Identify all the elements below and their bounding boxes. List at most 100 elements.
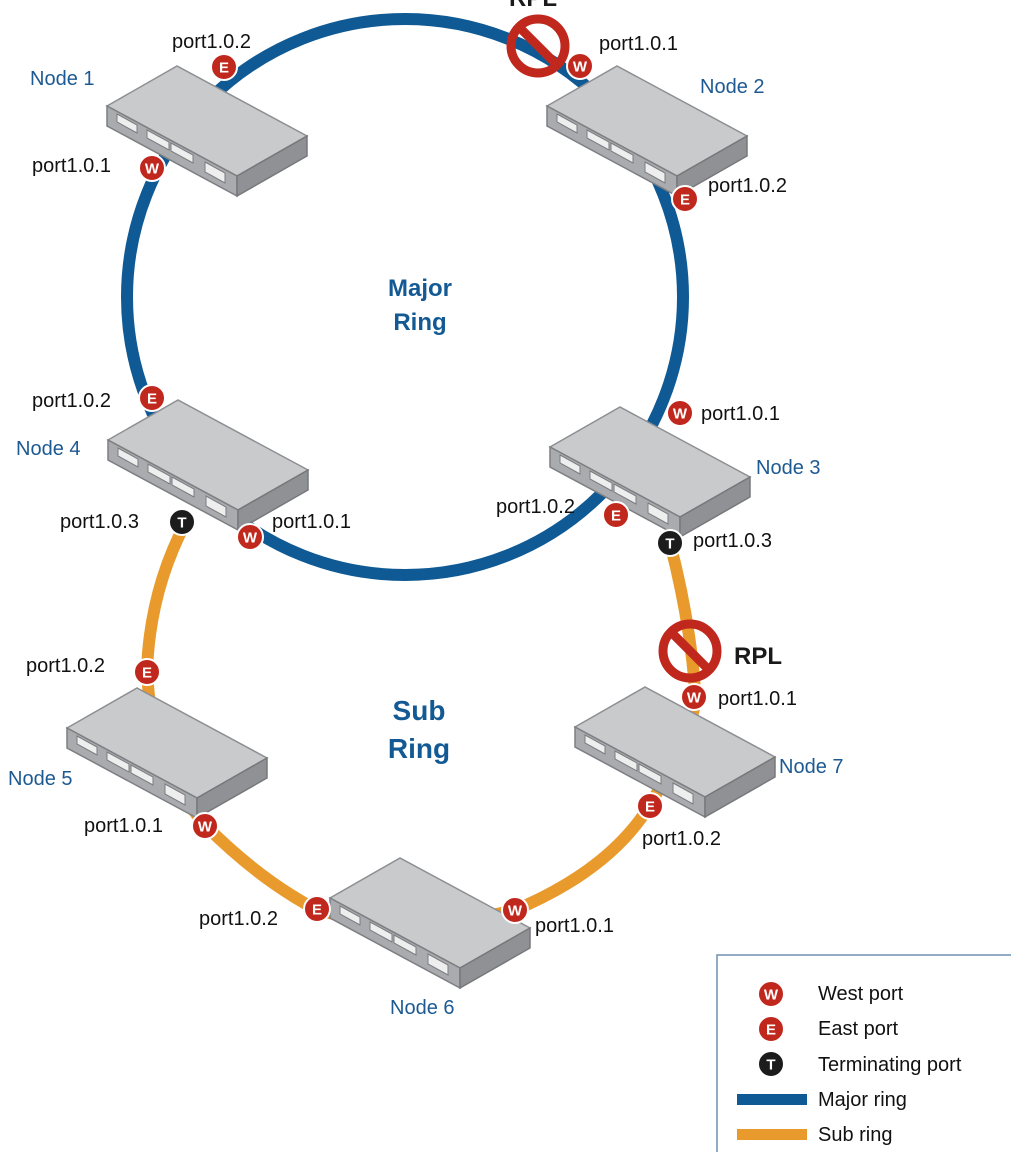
- major-ring-label-line1: Major: [388, 275, 452, 302]
- node2-label: Node 2: [700, 76, 765, 98]
- badge-letter: T: [766, 1057, 775, 1074]
- major-ring-swatch: [737, 1094, 807, 1105]
- major-ring-path: [121, 13, 689, 581]
- badge-letter: W: [673, 406, 688, 423]
- east-port-badge-icon: [636, 792, 664, 820]
- west-port-badge-icon: [138, 154, 166, 182]
- node1-label: Node 1: [30, 68, 95, 90]
- node7-east-port: E: [636, 792, 664, 820]
- node4-west-port: W: [236, 523, 264, 551]
- west-port-badge-icon: [680, 683, 708, 711]
- node3-east-port: E: [602, 501, 630, 529]
- node2-east-port-label: port1.0.2: [708, 175, 787, 197]
- major-ring-label-line2: Ring: [393, 309, 446, 336]
- badge-letter: W: [508, 903, 523, 920]
- badge-letter: E: [142, 665, 152, 682]
- node6-east-port: E: [303, 895, 331, 923]
- sub-ring-label-line2: Ring: [388, 733, 450, 764]
- west-port-badge-icon: [236, 523, 264, 551]
- node3-label: Node 3: [756, 457, 821, 479]
- terminating-port-badge-icon: [757, 1050, 785, 1078]
- node4-terminating-port-label: port1.0.3: [60, 511, 139, 533]
- node6-east-port-label: port1.0.2: [199, 908, 278, 930]
- node4-east-port-label: port1.0.2: [32, 390, 111, 412]
- node6-west-port-label: port1.0.1: [535, 915, 614, 937]
- badge-letter: T: [177, 515, 186, 532]
- terminating-port-badge-icon: [168, 508, 196, 536]
- west-port-badge-icon: [757, 980, 785, 1008]
- node5-west-port: W: [191, 812, 219, 840]
- node7-west-port: W: [680, 683, 708, 711]
- switch-node1: [106, 65, 308, 197]
- legend-east-label: East port: [818, 1018, 898, 1040]
- badge-letter: E: [680, 192, 690, 209]
- badge-letter: E: [147, 391, 157, 408]
- badge-letter: E: [219, 60, 229, 77]
- legend-terminating-label: Terminating port: [818, 1054, 962, 1076]
- rpl-blocked-sub-icon: [658, 619, 722, 683]
- node4-west-port-label: port1.0.1: [272, 511, 351, 533]
- node6-west-port: W: [501, 896, 529, 924]
- badge-letter: E: [766, 1022, 776, 1039]
- badge-letter: W: [687, 690, 702, 707]
- node3-west-port: W: [666, 399, 694, 427]
- rpl-blocked-major-icon: [506, 14, 570, 78]
- legend-sub-item: Sub ring: [737, 1124, 893, 1146]
- rpl-top-label: RPL: [509, 0, 557, 12]
- east-port-badge-icon: [138, 384, 166, 412]
- west-port-badge-icon: [501, 896, 529, 924]
- east-port-badge-icon: [210, 53, 238, 81]
- node1-west-port-label: port1.0.1: [32, 155, 111, 177]
- node1-east-port-label: port1.0.2: [172, 31, 251, 53]
- east-port-badge-icon: [757, 1015, 785, 1043]
- legend-west-item: W West port: [757, 980, 904, 1008]
- switch-node5: [66, 687, 268, 819]
- node7-label: Node 7: [779, 756, 844, 778]
- badge-letter: W: [198, 819, 213, 836]
- legend-major-item: Major ring: [737, 1089, 907, 1111]
- east-port-badge-icon: [602, 501, 630, 529]
- west-port-badge-icon: [191, 812, 219, 840]
- rpl-label: RPL: [734, 643, 782, 670]
- legend-west-label: West port: [818, 983, 904, 1005]
- legend-terminating-item: T Terminating port: [757, 1050, 962, 1078]
- badge-letter: W: [573, 59, 588, 76]
- sub-ring-label-line1: Sub: [393, 695, 446, 726]
- node4-label: Node 4: [16, 438, 81, 460]
- west-port-badge-icon: [666, 399, 694, 427]
- terminating-port-badge-icon: [656, 529, 684, 557]
- node5-label: Node 5: [8, 768, 73, 790]
- node5-east-port: E: [133, 658, 161, 686]
- node2-east-port: E: [671, 185, 699, 213]
- node7-east-port-label: port1.0.2: [642, 828, 721, 850]
- major-ring: [121, 13, 689, 581]
- badge-letter: E: [611, 508, 621, 525]
- badge-letter: T: [665, 536, 674, 553]
- legend-sub-label: Sub ring: [818, 1124, 893, 1146]
- node2-west-port: W: [566, 52, 594, 80]
- node3-terminating-port: T: [656, 529, 684, 557]
- badge-letter: E: [312, 902, 322, 919]
- east-port-badge-icon: [133, 658, 161, 686]
- legend: W West port E East port T Terminating po…: [716, 954, 1011, 1152]
- legend-major-label: Major ring: [818, 1089, 907, 1111]
- node1-east-port: E: [210, 53, 238, 81]
- node3-terminating-port-label: port1.0.3: [693, 530, 772, 552]
- node5-west-port-label: port1.0.1: [84, 815, 163, 837]
- node2-west-port-label: port1.0.1: [599, 33, 678, 55]
- east-port-badge-icon: [671, 185, 699, 213]
- badge-letter: E: [645, 799, 655, 816]
- switch-node6: [329, 857, 531, 989]
- legend-east-item: E East port: [757, 1015, 898, 1043]
- node5-east-port-label: port1.0.2: [26, 655, 105, 677]
- node7-west-port-label: port1.0.1: [718, 688, 797, 710]
- badge-letter: W: [243, 530, 258, 547]
- badge-letter: W: [145, 161, 160, 178]
- node6-label: Node 6: [390, 997, 455, 1019]
- node4-terminating-port: T: [168, 508, 196, 536]
- node4-east-port: E: [138, 384, 166, 412]
- sub-ring-swatch: [737, 1129, 807, 1140]
- west-port-badge-icon: [566, 52, 594, 80]
- node1-west-port: W: [138, 154, 166, 182]
